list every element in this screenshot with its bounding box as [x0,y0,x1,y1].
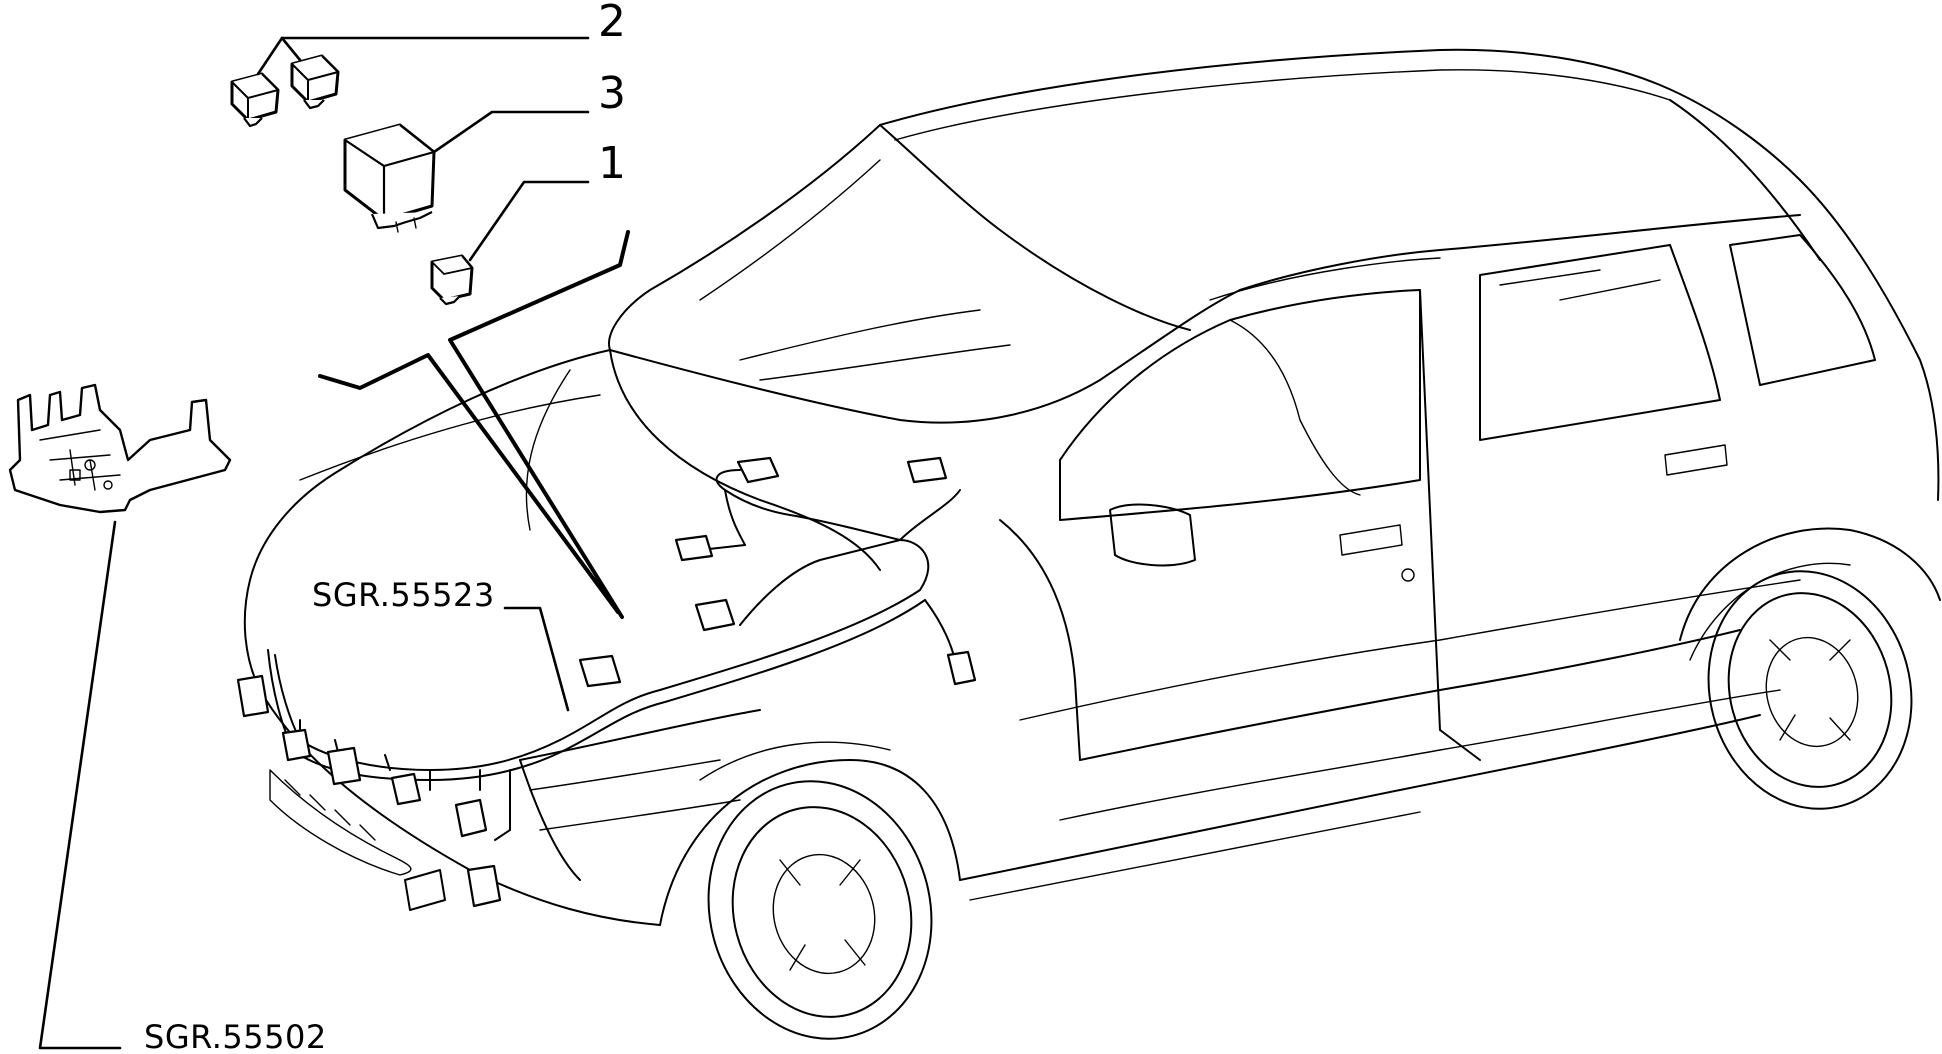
bracket-reference-label: SGR.55502 [144,1018,327,1054]
relay-mounting-bracket [8,383,232,514]
wiring-harness [267,469,961,841]
car-body-outline [608,48,1941,901]
callout-label-2: 2 [598,0,626,47]
callout-label-1: 1 [598,138,626,189]
relay-large-part-3 [343,123,436,233]
relay-small-part-1 [430,254,474,306]
front-wheel [707,780,933,1040]
relay-pair-part-2 [230,54,340,128]
front-end-outline [243,349,961,926]
rear-wheel [1707,570,1913,810]
callout-label-3: 3 [598,68,626,119]
harness-connectors [236,456,977,908]
harness-reference-label: SGR.55523 [312,576,495,614]
leader-lines [38,36,630,1050]
